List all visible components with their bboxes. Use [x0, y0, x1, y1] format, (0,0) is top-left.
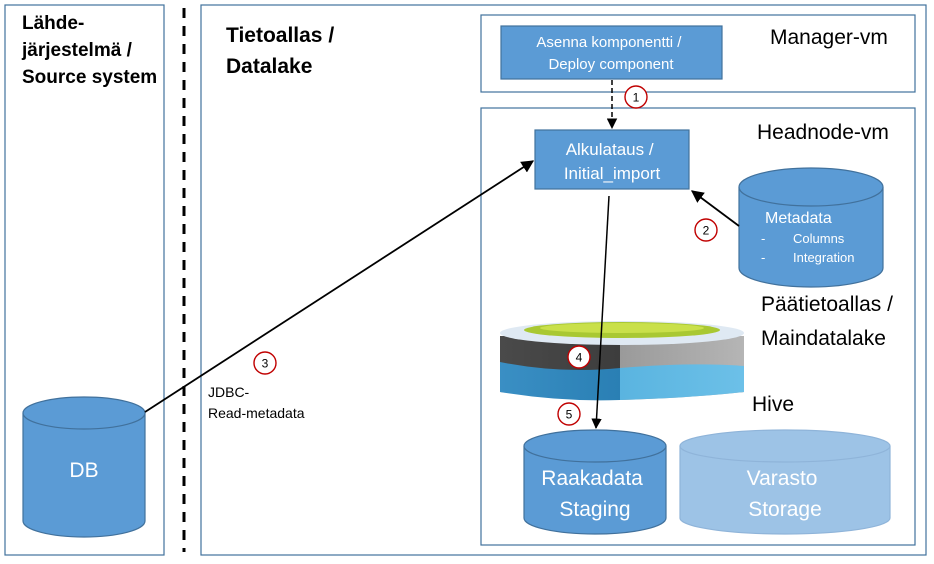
hive-label: Hive: [752, 393, 794, 416]
initial-import-label: Alkulataus / Initial_import: [564, 140, 661, 183]
step-5-marker: 5: [557, 402, 581, 426]
svg-text:4: 4: [576, 351, 583, 365]
source-system-title: Lähde- järjestelmä / Source system: [21, 13, 157, 88]
db-cylinder: [22, 396, 146, 538]
import-to-staging-arrow: [591, 195, 610, 430]
deploy-component-box: [500, 25, 723, 80]
storage-label: Varasto Storage: [747, 467, 824, 521]
staging-cylinder: [523, 429, 667, 535]
jdbc-label: JDBC- Read-metadata: [208, 384, 305, 421]
headnode-vm-title: Headnode-vm: [757, 121, 889, 144]
step-4-marker: 4: [567, 345, 591, 369]
svg-text:2: 2: [703, 224, 710, 238]
svg-text:3: 3: [262, 357, 269, 371]
maindatalake-label: Päätietoallas / Maindatalake: [761, 293, 899, 350]
step-1-marker: 1: [624, 85, 648, 109]
metadata-bullet-dash: - -: [761, 231, 769, 265]
svg-text:5: 5: [566, 408, 573, 422]
svg-text:1: 1: [633, 91, 640, 105]
manager-vm-title: Manager-vm: [770, 26, 888, 49]
datalake-title: Tietoallas / Datalake: [226, 24, 340, 78]
metadata-cylinder: [738, 167, 884, 288]
jdbc-arrow: [144, 160, 535, 413]
initial-import-box: [534, 129, 690, 190]
metadata-bullets: Columns Integration: [793, 231, 854, 265]
metadata-title: Metadata: [765, 210, 832, 227]
staging-label: Raakadata Staging: [541, 467, 648, 521]
step-2-marker: 2: [694, 218, 718, 242]
deploy-component-label: Asenna komponentti / Deploy component: [536, 34, 685, 73]
maindatalake-lake-graphic: [500, 321, 744, 401]
storage-cylinder: [679, 429, 891, 535]
metadata-arrow: [690, 190, 740, 227]
step-3-marker: 3: [253, 351, 277, 375]
db-label: DB: [69, 459, 98, 482]
